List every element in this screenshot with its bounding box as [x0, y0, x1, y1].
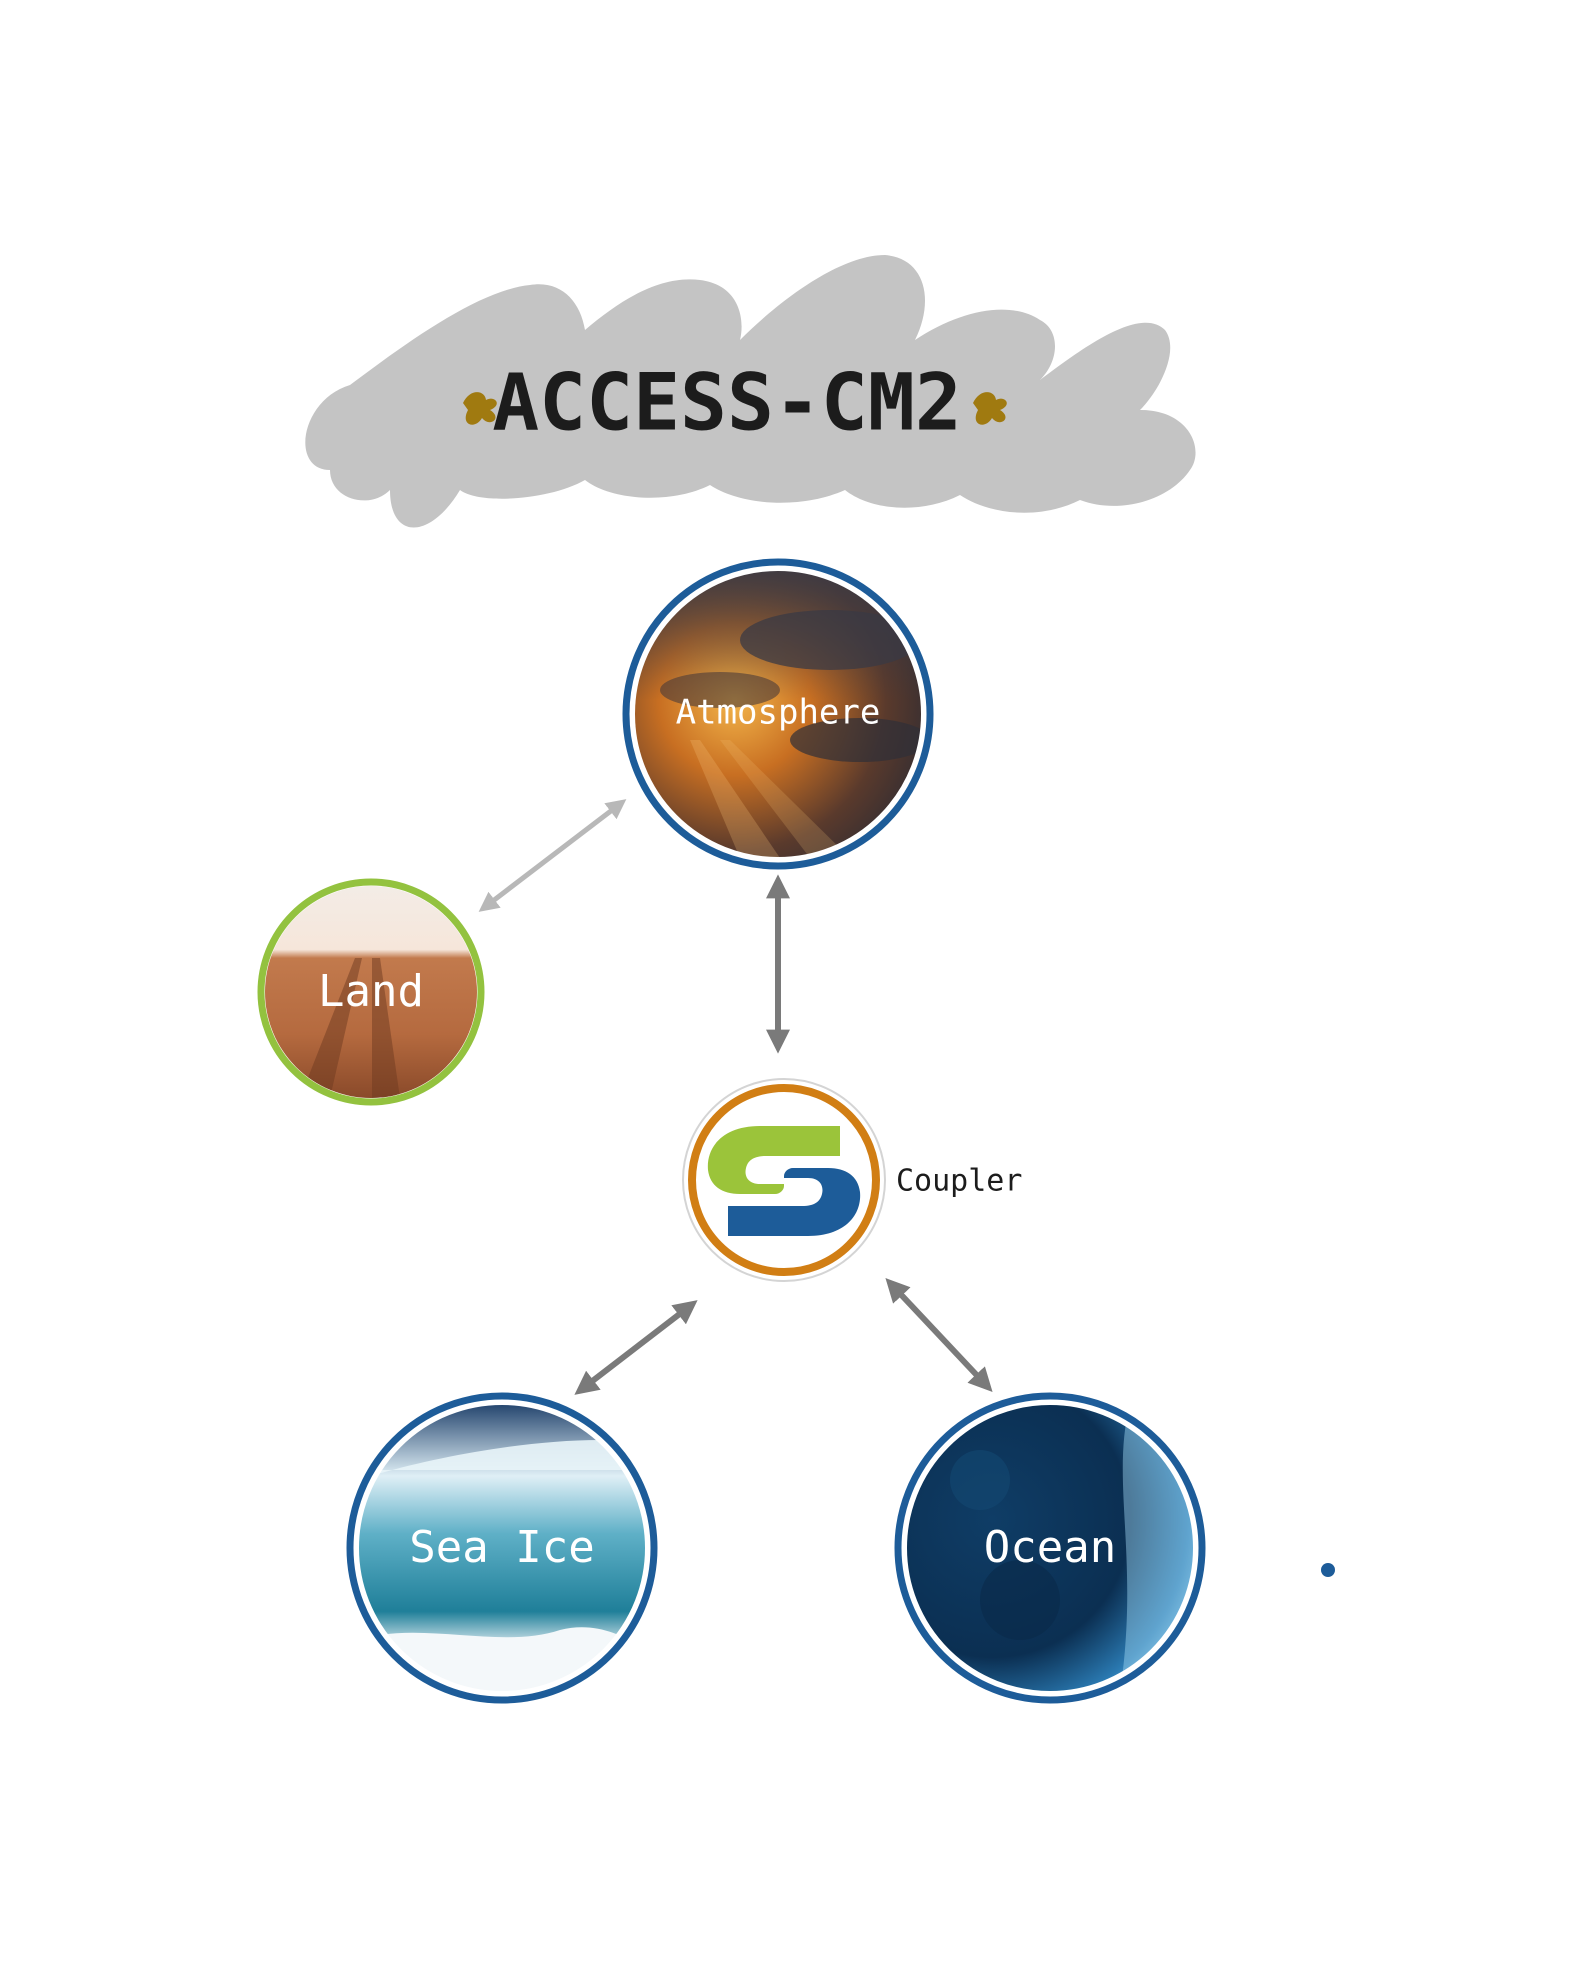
coupler-label: Coupler: [896, 1164, 1022, 1199]
leaf-ornament-icon: [973, 392, 1007, 425]
node-land[interactable]: Land: [257, 878, 485, 1106]
land-ring: [257, 878, 485, 1106]
s-logo-icon: [707, 1126, 861, 1236]
node-ocean[interactable]: Ocean: [894, 1392, 1206, 1704]
ocean-ring: [894, 1392, 1206, 1704]
title-banner: ACCESS-CM2: [305, 255, 1196, 528]
land-label: Land: [318, 966, 424, 1017]
marker-dot: [1321, 1563, 1335, 1577]
arrow-land-atmosphere: [478, 799, 627, 912]
sea-ice-ring: [346, 1392, 658, 1704]
atmosphere-image: [634, 570, 922, 858]
arrow-coupler-ocean: [885, 1278, 993, 1392]
title-cloud-shape: [305, 255, 1196, 528]
node-atmosphere[interactable]: Atmosphere: [622, 558, 934, 870]
atmosphere-label: Atmosphere: [676, 693, 881, 733]
atmosphere-ring: [622, 558, 934, 870]
ocean-label: Ocean: [984, 1522, 1116, 1573]
sea-ice-label: Sea Ice: [409, 1522, 594, 1573]
node-coupler[interactable]: Coupler: [682, 1078, 1022, 1282]
leaf-ornament-icon: [463, 392, 497, 425]
connections: [478, 799, 993, 1395]
diagram-title: ACCESS-CM2: [492, 358, 962, 448]
arrow-coupler-seaice: [574, 1300, 698, 1395]
node-sea-ice[interactable]: Sea Ice: [346, 1392, 658, 1704]
land-image: [265, 886, 477, 1098]
